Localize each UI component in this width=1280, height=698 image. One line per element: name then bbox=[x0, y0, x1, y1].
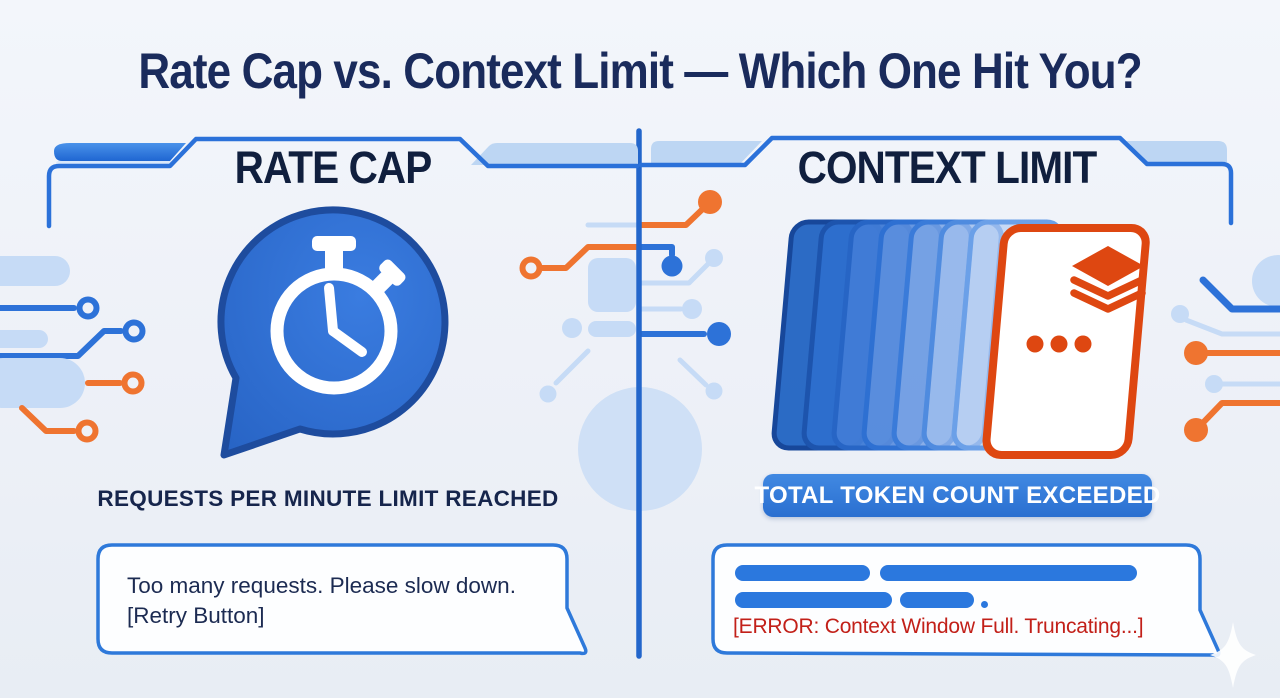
context-limit-panel-frame bbox=[638, 135, 1234, 226]
context-limit-panel-title: CONTEXT LIMIT bbox=[797, 142, 1098, 193]
context-error-message: [ERROR: Context Window Full. Truncating.… bbox=[733, 615, 1144, 638]
redacted-bar bbox=[900, 592, 974, 608]
redacted-bar bbox=[735, 565, 870, 581]
ellipsis-icon bbox=[1026, 335, 1092, 353]
stopwatch-icon bbox=[270, 236, 406, 395]
circuit-decoration-left bbox=[0, 256, 146, 443]
rate-cap-panel-frame bbox=[46, 136, 640, 229]
token-exceeded-badge: TOTAL TOKEN COUNT EXCEEDED bbox=[754, 474, 1160, 517]
redacted-bar bbox=[880, 565, 1137, 581]
rate-cap-panel-title: RATE CAP bbox=[234, 142, 433, 193]
rate-limit-message-bubble bbox=[96, 543, 588, 656]
sparkle-icon bbox=[1210, 622, 1256, 688]
rate-cap-caption: REQUESTS PER MINUTE LIMIT REACHED bbox=[97, 486, 559, 511]
retry-button-label: [Retry Button] bbox=[127, 602, 265, 628]
circuit-decoration-right bbox=[1171, 255, 1280, 442]
circuit-decoration-center bbox=[519, 190, 731, 511]
page-title: Rate Cap vs. Context Limit — Which One H… bbox=[138, 43, 1142, 99]
rate-limit-message-line1: Too many requests. Please slow down. bbox=[127, 573, 516, 598]
redacted-bar bbox=[735, 592, 892, 608]
layers-icon bbox=[1070, 246, 1146, 313]
rate-limit-message: Too many requests. Please slow down. [Re… bbox=[127, 571, 557, 630]
stacked-pages-icon bbox=[771, 219, 1150, 459]
redacted-period-dot bbox=[981, 601, 988, 608]
